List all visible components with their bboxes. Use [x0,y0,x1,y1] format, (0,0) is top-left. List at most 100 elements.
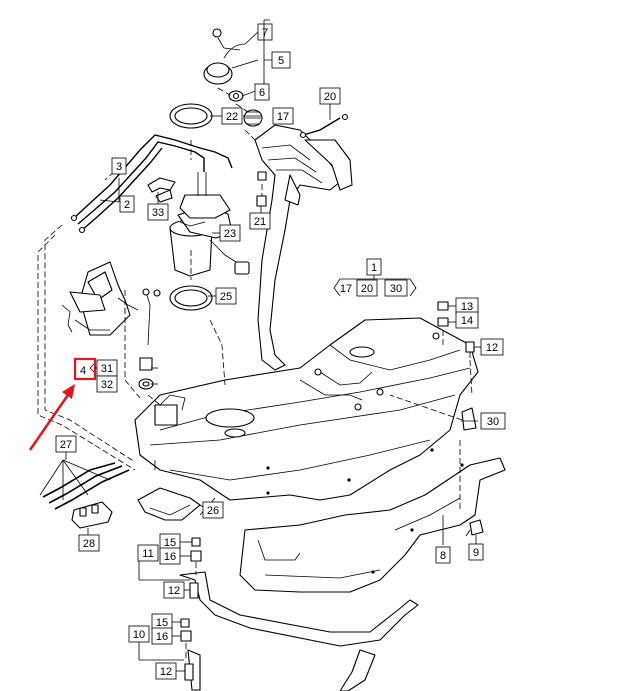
svg-text:33: 33 [152,207,164,219]
nut-16-upper [190,550,202,562]
clip-33 [147,177,176,203]
callout-5: 5 [263,19,291,99]
connector-28 [71,501,113,529]
callout-30-right: 30 [480,412,506,430]
nut-14 [437,317,449,327]
callout-12-mid: 12 [163,581,190,599]
svg-text:16: 16 [156,631,168,643]
svg-text:20: 20 [361,283,373,295]
highlight-arrow [28,384,75,451]
callout-27: 27 [55,435,77,460]
fuel-pump [169,172,250,277]
svg-text:30: 30 [487,416,499,428]
bolt-15-upper [191,537,201,547]
svg-text:27: 27 [60,439,72,451]
svg-text:1: 1 [371,262,377,274]
callout-17-top: 17 [272,107,294,125]
buffer-30 [461,407,477,431]
svg-text:31: 31 [101,363,113,375]
callout-21: 21 [249,212,271,230]
svg-text:16: 16 [164,551,176,563]
lock-ring-25 [169,285,213,311]
clip-9 [469,519,484,536]
callout-22: 22 [221,107,243,125]
svg-text:20: 20 [324,91,336,103]
svg-text:12: 12 [160,666,172,678]
callout-32: 32 [96,375,118,393]
filler-neck [254,124,353,371]
svg-text:23: 23 [224,228,236,240]
lock-ring-22 [169,103,213,129]
svg-text:6: 6 [259,87,265,99]
bolt-15-lower [180,618,190,628]
callout-9: 9 [468,535,484,561]
svg-text:7: 7 [262,27,268,39]
svg-text:14: 14 [461,315,473,327]
svg-text:26: 26 [207,505,219,517]
svg-text:3: 3 [116,161,122,173]
seal-32 [138,378,154,390]
callout-1: 1 [333,258,417,297]
callout-7: 7 [257,23,273,41]
bolt-12-lower [184,663,194,681]
nut-16-lower [180,630,192,642]
callout-12-lower: 12 [155,662,185,680]
fuel-lines [70,134,233,234]
heat-shield [239,457,506,593]
fuel-level-sender [61,261,161,346]
svg-text:4: 4 [80,365,86,377]
svg-text:25: 25 [220,291,232,303]
callout-2: 2 [119,195,135,213]
svg-text:21: 21 [254,216,266,228]
callout-3: 3 [111,157,127,175]
callout-14: 14 [448,311,479,329]
svg-text:2: 2 [124,199,130,211]
callout-28: 28 [78,528,100,552]
svg-text:13: 13 [461,301,473,313]
screw-13 [437,301,449,311]
callout-25: 25 [215,287,237,305]
callout-16-upper: 16 [159,547,191,565]
callout-20-group: 20 [356,279,378,297]
svg-text:32: 32 [101,379,113,391]
callout-8: 8 [435,515,451,564]
svg-text:30: 30 [390,283,402,295]
svg-text:15: 15 [164,537,176,549]
tank-straps [179,571,419,691]
callout-26: 26 [202,501,224,519]
callout-13: 13 [448,297,479,315]
svg-text:28: 28 [83,538,95,550]
callout-12-right: 12 [474,338,504,356]
svg-text:22: 22 [226,111,238,123]
callout-6: 6 [254,83,270,101]
svg-text:10: 10 [133,629,145,641]
bolt-12-top [465,341,475,358]
bracket-26 [137,487,201,521]
callout-17-group: 17 [340,283,352,295]
bolt-21 [256,171,267,216]
svg-text:17: 17 [340,283,352,295]
svg-text:12: 12 [168,585,180,597]
fuel-tank [134,317,479,501]
callout-10: 10 [128,625,150,643]
svg-text:15: 15 [156,617,168,629]
svg-text:12: 12 [486,342,498,354]
callout-4: 4 [73,357,101,392]
callout-33: 33 [147,192,169,221]
nut-31 [139,357,153,371]
callout-15-lower: 15 [151,613,181,631]
bolt-12-mid [189,582,199,599]
fuel-cap [203,28,263,127]
svg-text:5: 5 [278,55,284,67]
svg-text:8: 8 [440,550,446,562]
callout-16-lower: 16 [151,627,181,645]
callout-15-upper: 15 [159,533,192,551]
callout-31: 31 [96,359,118,377]
callout-30-group: 30 [384,279,408,297]
guide-lines [37,87,473,660]
callout-20-top: 20 [319,87,341,105]
svg-text:17: 17 [277,111,289,123]
svg-text:11: 11 [142,548,153,560]
vent-line-20 [299,113,349,139]
